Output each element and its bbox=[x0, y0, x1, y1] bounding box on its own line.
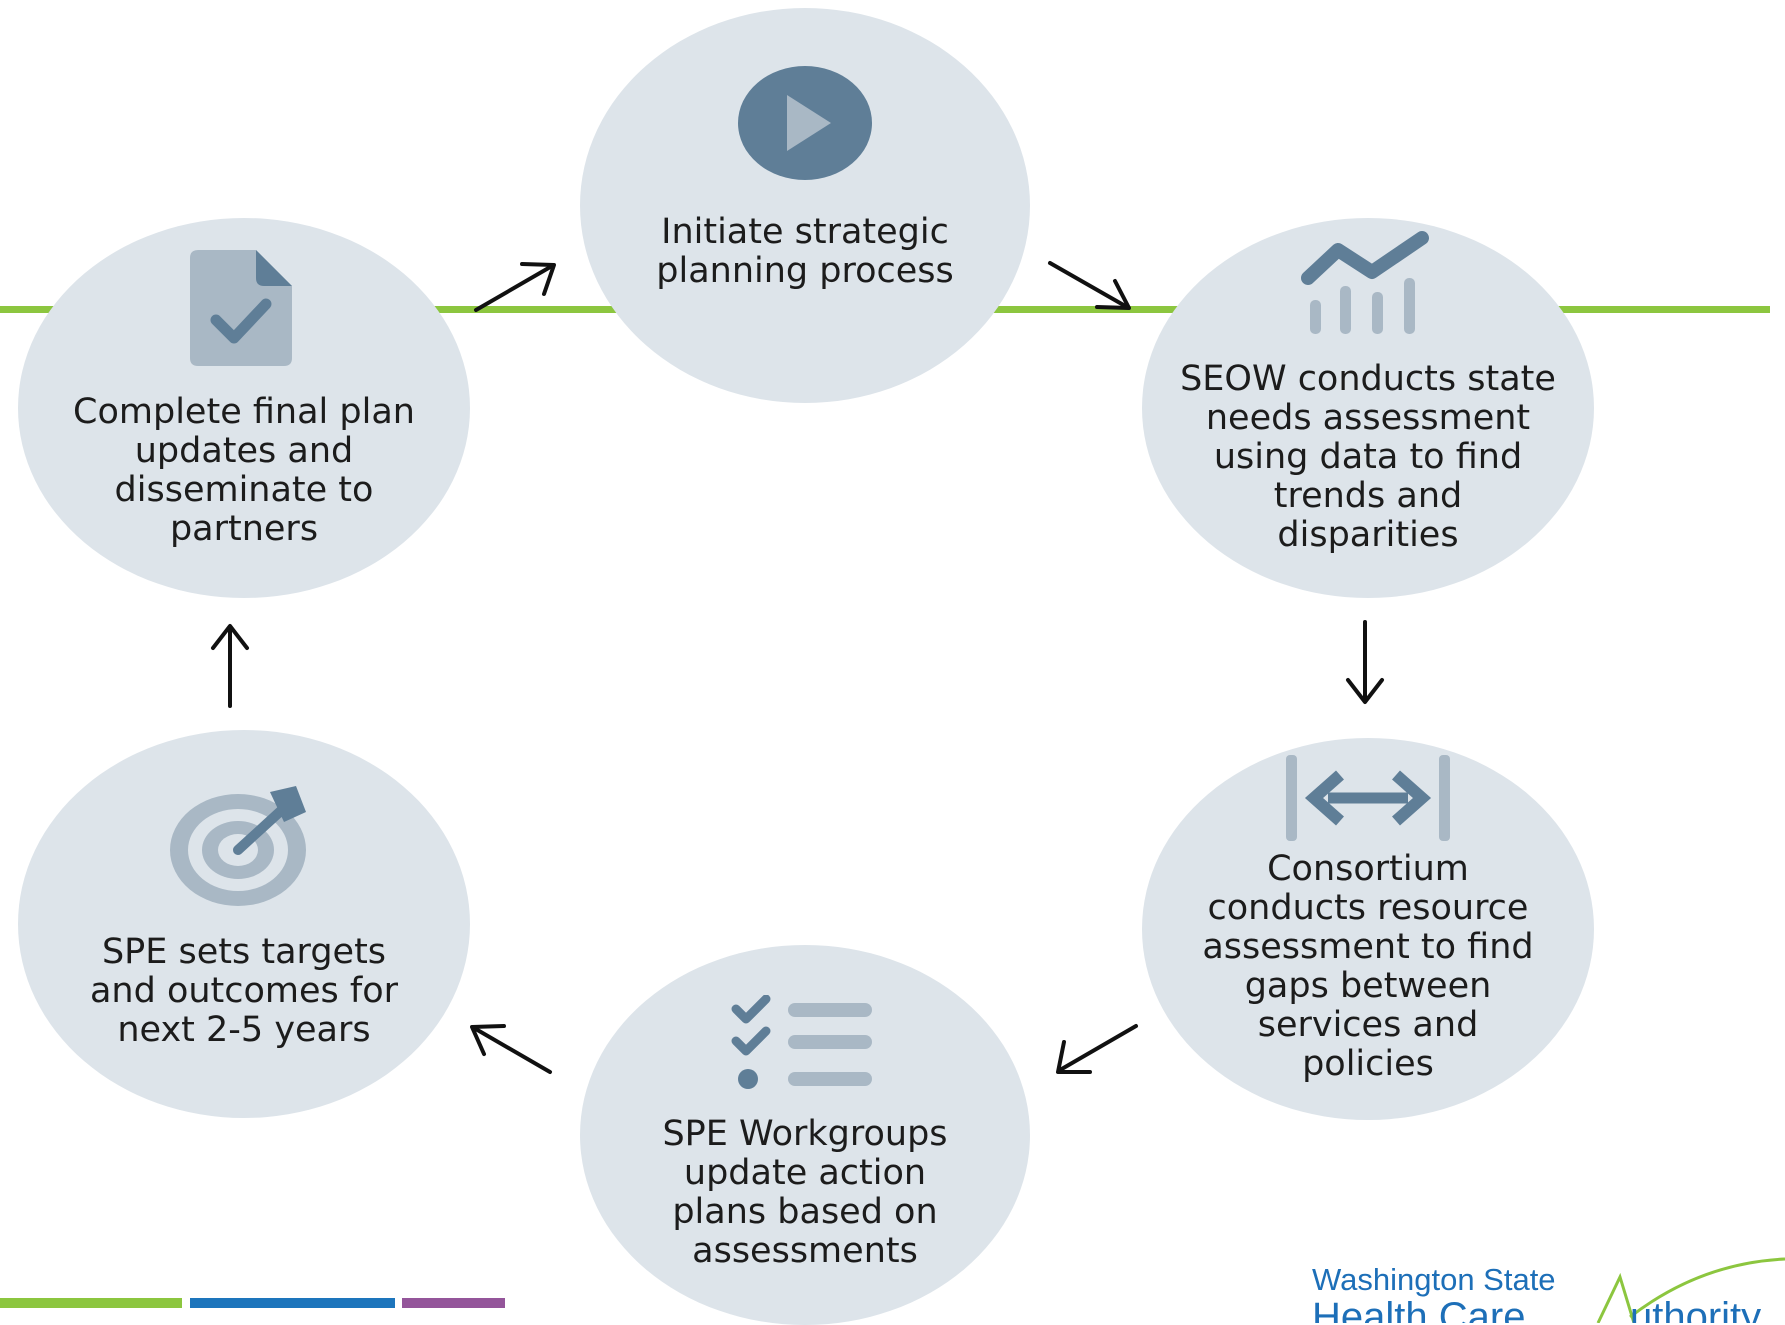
step-label: SPE Workgroups update action plans based… bbox=[662, 1114, 948, 1271]
document-check-icon bbox=[190, 250, 292, 366]
checklist-icon bbox=[731, 995, 872, 1089]
step-action-plans: SPE Workgroups update action plans based… bbox=[580, 945, 1030, 1325]
step-label: SPE sets targets and outcomes for next 2… bbox=[89, 932, 399, 1050]
step-final-plan: Complete final plan updates and dissemin… bbox=[18, 218, 470, 598]
arrow-3-to-4 bbox=[1056, 1024, 1138, 1074]
logo-line-2: Health Care bbox=[1312, 1295, 1526, 1323]
arrow-5-to-6 bbox=[211, 624, 249, 708]
step-needs-assessment: SEOW conducts state needs assessment usi… bbox=[1142, 218, 1594, 598]
hca-logo: Washington State Health Care uthority bbox=[1310, 1255, 1785, 1323]
step-label: Initiate strategic planning process bbox=[656, 212, 954, 291]
footer-bar-blue bbox=[190, 1298, 395, 1308]
arrow-2-to-3 bbox=[1346, 620, 1384, 704]
trend-chart-icon bbox=[1301, 231, 1429, 334]
footer-bar-purple bbox=[402, 1298, 505, 1308]
step-label: Complete final plan updates and dissemin… bbox=[73, 392, 415, 549]
step-targets: SPE sets targets and outcomes for next 2… bbox=[18, 730, 470, 1118]
arrow-4-to-5 bbox=[470, 1024, 552, 1074]
step-initiate: Initiate strategic planning process bbox=[580, 8, 1030, 403]
play-icon bbox=[738, 66, 872, 180]
target-icon bbox=[170, 786, 306, 906]
arrow-1-to-2 bbox=[1048, 261, 1131, 310]
logo-line-3: uthority bbox=[1630, 1295, 1762, 1323]
logo-swoosh-icon bbox=[1596, 1257, 1785, 1323]
step-resource-assessment: Consortium conducts resource assessment … bbox=[1142, 738, 1594, 1120]
footer-bar-green bbox=[0, 1298, 182, 1308]
logo-line-1: Washington State bbox=[1312, 1262, 1556, 1297]
step-label: SEOW conducts state needs assessment usi… bbox=[1180, 359, 1556, 555]
step-label: Consortium conducts resource assessment … bbox=[1202, 849, 1534, 1084]
gap-arrows-icon bbox=[1286, 755, 1450, 841]
arrow-6-to-1 bbox=[474, 262, 556, 312]
